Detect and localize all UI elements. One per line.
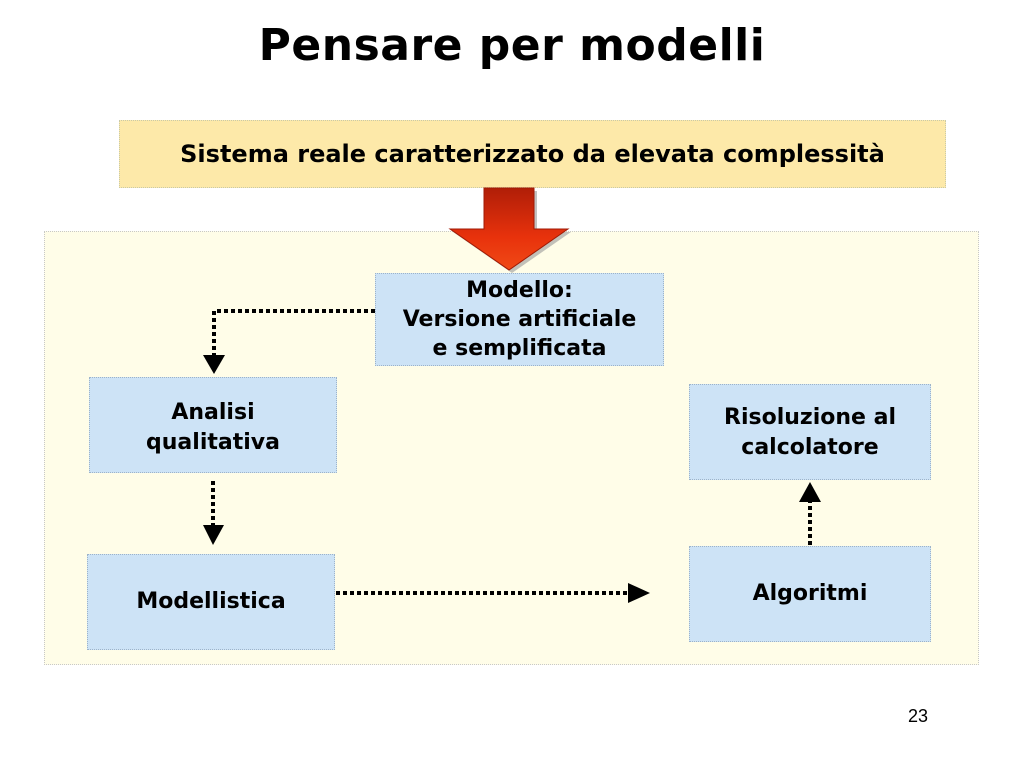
real-system-label: Sistema reale caratterizzato da elevata … [180, 140, 885, 168]
arrowhead-down-icon [203, 355, 225, 374]
slide-title: Pensare per modelli [258, 20, 766, 71]
arrowhead-right-icon [628, 583, 650, 603]
real-system-box: Sistema reale caratterizzato da elevata … [119, 120, 946, 188]
computer-solution-node: Risoluzione al calcolatore [689, 384, 931, 480]
modelling-node: Modellistica [87, 554, 335, 650]
connector-algorithms-to-solution [799, 482, 821, 545]
arrowhead-down-icon [203, 525, 224, 545]
model-node: Modello: Versione artificiale e semplifi… [375, 273, 664, 366]
connector-modelling-to-algorithms [336, 583, 650, 603]
connector-analysis-to-modelling [203, 481, 224, 545]
page-number: 23 [908, 706, 929, 726]
big-down-arrow-icon [448, 187, 571, 273]
qualitative-analysis-node: Analisi qualitativa [89, 377, 337, 473]
connector-model-to-analysis [203, 309, 375, 374]
algorithms-node: Algoritmi [689, 546, 931, 642]
arrowhead-up-icon [799, 482, 821, 502]
